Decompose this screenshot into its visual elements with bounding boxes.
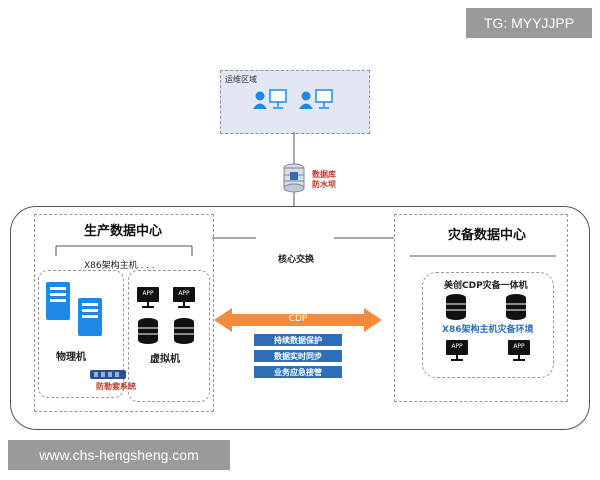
server-icon bbox=[78, 298, 102, 336]
app-monitor-icon bbox=[173, 287, 195, 308]
cdp-appliance-label: 美创CDP灾备一体机 bbox=[444, 281, 528, 291]
dr-dc-box bbox=[394, 214, 568, 402]
database-firewall-icon bbox=[283, 163, 305, 193]
cdp-arrow-icon bbox=[214, 308, 382, 332]
core-switch-label: 核心交换 bbox=[278, 255, 315, 265]
physical-machine-group bbox=[38, 270, 124, 398]
app-monitor-icon bbox=[446, 340, 468, 361]
ransomware-system-label: 防勒索系统 bbox=[96, 382, 136, 391]
ops-zone-label: 运维区域 bbox=[225, 75, 257, 84]
database-icon bbox=[138, 318, 158, 344]
app-label: APP bbox=[142, 290, 154, 297]
ransomware-device-icon bbox=[90, 370, 126, 379]
app-label: APP bbox=[513, 343, 525, 350]
server-icon bbox=[46, 282, 70, 320]
production-dc-title: 生产数据中心 bbox=[84, 224, 163, 239]
watermark-bottom-left: www.chs-hengsheng.com bbox=[8, 440, 230, 470]
cdp-feature-takeover: 业务应急接管 bbox=[254, 366, 342, 378]
cdp-label: CDP bbox=[288, 314, 308, 324]
database-icon bbox=[174, 318, 194, 344]
cdp-appliance-box bbox=[422, 272, 554, 378]
ops-zone bbox=[220, 70, 370, 134]
monitor-icon bbox=[315, 89, 333, 109]
app-monitor-icon bbox=[137, 287, 159, 308]
dr-env-label: X86架构主机灾备环境 bbox=[442, 325, 534, 335]
x86-host-label: X86架构主机 . . . bbox=[84, 261, 155, 271]
app-label: APP bbox=[178, 290, 190, 297]
cdp-feature-continuous: 持续数据保护 bbox=[254, 334, 342, 346]
database-icon bbox=[446, 294, 466, 320]
monitor-icon bbox=[269, 89, 287, 109]
virtual-machine-group bbox=[128, 270, 210, 402]
production-dc-box bbox=[34, 214, 214, 412]
db-firewall-label: 数据库 防水坝 bbox=[312, 170, 336, 189]
app-label: APP bbox=[451, 343, 463, 350]
virtual-machine-label: 虚拟机 bbox=[150, 354, 180, 365]
physical-machine-label: 物理机 bbox=[56, 352, 86, 363]
watermark-top-right: TG: MYYJJPP bbox=[466, 8, 592, 38]
database-icon bbox=[506, 294, 526, 320]
cdp-feature-sync: 数据实时同步 bbox=[254, 350, 342, 362]
app-monitor-icon bbox=[508, 340, 530, 361]
user-icon bbox=[299, 91, 313, 109]
dr-dc-title: 灾备数据中心 bbox=[448, 228, 527, 243]
user-icon bbox=[253, 91, 267, 109]
